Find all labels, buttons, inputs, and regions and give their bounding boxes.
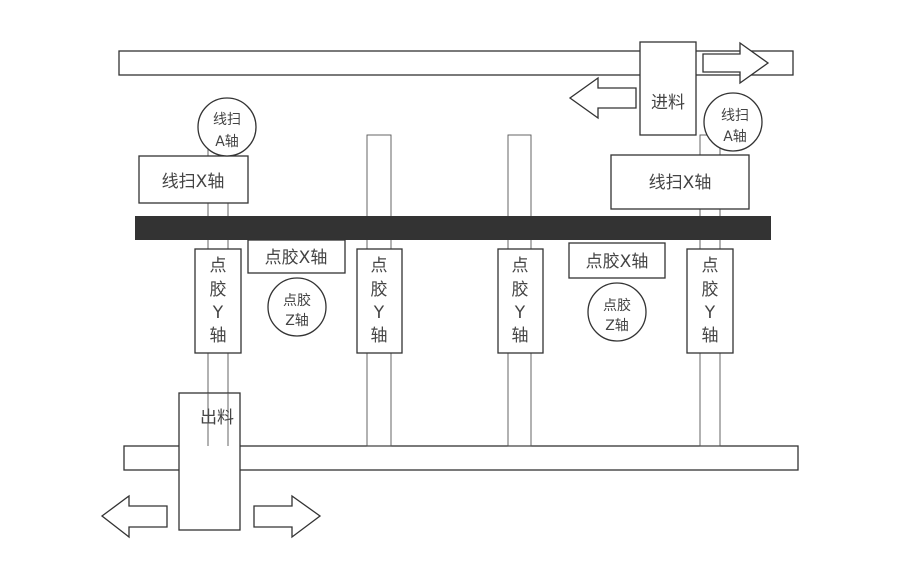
dispense-z-right-circle [587, 282, 647, 342]
dispense-x-left-label: 点胶X轴 [265, 248, 328, 268]
feed-in-label: 进料 [651, 93, 685, 113]
dispense-y-4-char-4: 轴 [702, 326, 719, 346]
line-scan-a-right-label-2: A轴 [723, 129, 747, 145]
line-scan-x-left-box [138, 155, 249, 204]
arrow-left-icon [100, 494, 168, 539]
dispense-y-1-char-1: 点 [210, 256, 227, 276]
line-scan-x-right-box [610, 154, 750, 210]
line-scan-a-right-label-1: 线扫 [721, 108, 749, 124]
dispense-x-right-label: 点胶X轴 [586, 252, 649, 272]
dispense-y-3-char-4: 轴 [512, 326, 529, 346]
dispense-z-right-label-1: 点胶 [603, 297, 631, 314]
dispense-y-2-char-2: 胶 [371, 280, 388, 300]
dispense-y-2-char-3: Y [373, 303, 385, 323]
dispense-y-axis-4: 点 胶 Y 轴 [686, 248, 734, 354]
arrow-right-icon [702, 41, 770, 85]
dispense-y-2-char-4: 轴 [371, 326, 388, 346]
dispense-y-2-char-1: 点 [371, 256, 388, 276]
dispense-y-3-char-1: 点 [512, 256, 529, 276]
line-scan-a-left-label-1: 线扫 [213, 112, 241, 128]
line-scan-a-left-circle [197, 97, 257, 157]
dispense-z-right-label-2: Z轴 [605, 318, 629, 334]
dispense-y-3-box [497, 248, 544, 354]
dispense-y-1-char-3: Y [212, 303, 224, 323]
dispense-y-axis-2: 点 胶 Y 轴 [356, 248, 403, 354]
arrow-right-icon [253, 494, 322, 539]
dispense-y-axis-3: 点 胶 Y 轴 [497, 248, 544, 354]
dispense-y-4-char-1: 点 [702, 256, 719, 276]
feed-out-box [178, 392, 241, 531]
line-scan-a-right-circle [703, 92, 763, 152]
dispense-y-4-char-2: 胶 [702, 280, 719, 300]
main-beam [135, 216, 771, 240]
arrow-left-icon [568, 76, 637, 120]
dispense-y-1-char-2: 胶 [210, 280, 227, 300]
dispense-z-left-label-2: Z轴 [285, 313, 309, 329]
dispense-y-1-box [194, 248, 242, 354]
line-scan-x-right-label: 线扫X轴 [649, 173, 712, 193]
dispense-y-2-box [356, 248, 403, 354]
dispense-x-right-box [568, 242, 666, 279]
dispense-y-3-char-3: Y [514, 303, 526, 323]
dispense-y-4-box [686, 248, 734, 354]
dispense-y-axis-1: 点 胶 Y 轴 [194, 248, 242, 354]
dispense-y-1-char-4: 轴 [210, 326, 227, 346]
dispense-x-left-box [247, 239, 346, 274]
dispense-z-left-label-1: 点胶 [283, 292, 311, 309]
line-scan-a-left-label-2: A轴 [215, 134, 239, 150]
line-scan-x-left-label: 线扫X轴 [162, 172, 225, 192]
feed-in-box [639, 41, 697, 136]
feed-out-label: 出料 [200, 408, 234, 428]
dispense-z-left-circle [267, 277, 327, 337]
dispense-y-4-char-3: Y [704, 303, 716, 323]
dispense-y-3-char-2: 胶 [512, 280, 529, 300]
